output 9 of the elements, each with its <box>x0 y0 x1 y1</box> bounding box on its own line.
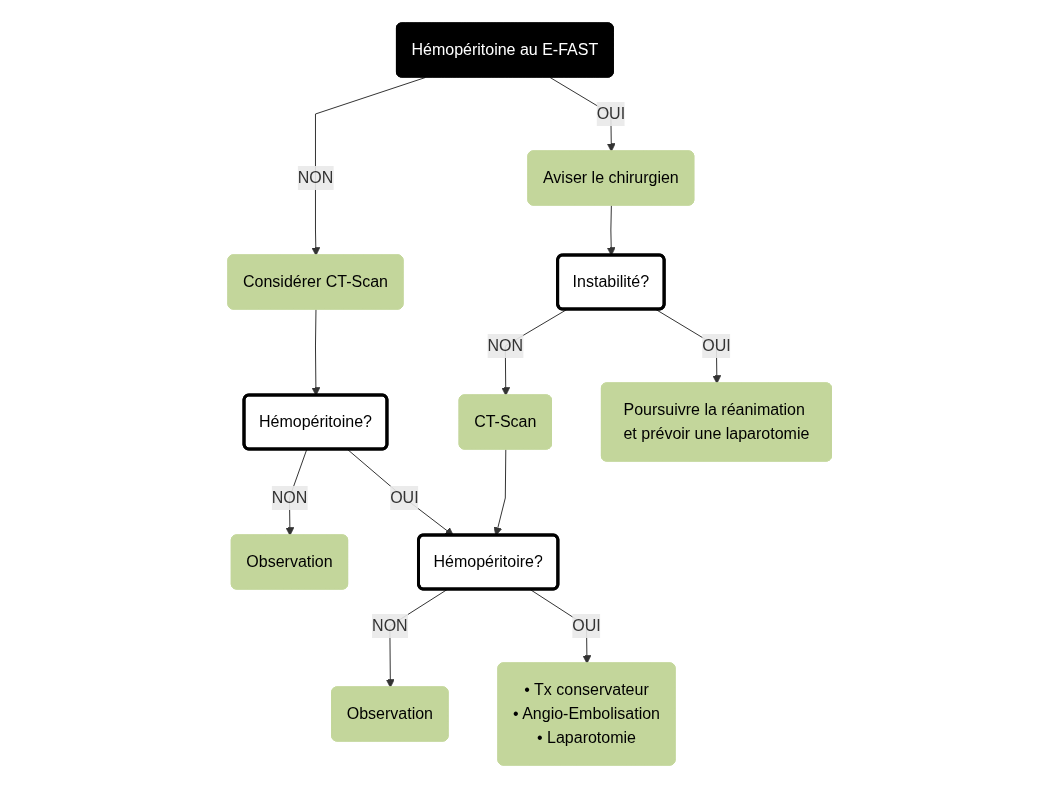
arrow <box>311 76 427 256</box>
edge-label: OUI <box>572 616 602 634</box>
edge-label: NON <box>271 488 308 506</box>
edge-label: OUI <box>390 488 419 506</box>
edge-label: OUI <box>702 336 731 354</box>
edge-label: NON <box>297 168 334 186</box>
edge-label: NON <box>372 616 408 634</box>
edge-label: NON <box>487 336 524 354</box>
edge-label: OUI <box>596 104 626 122</box>
